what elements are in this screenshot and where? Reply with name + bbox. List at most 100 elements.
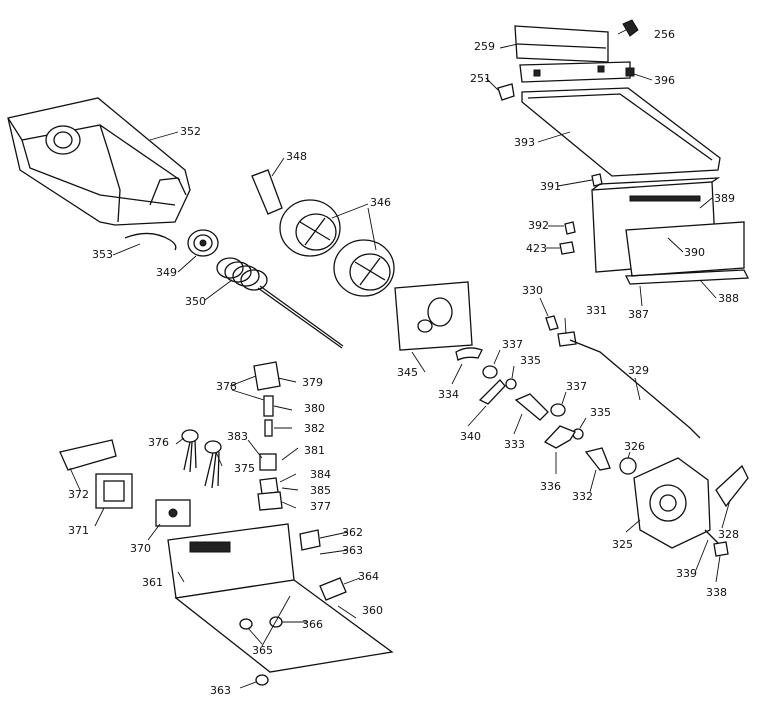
- label-380: 380: [304, 402, 325, 415]
- label-350: 350: [185, 295, 206, 308]
- drive-motor: [619, 457, 711, 549]
- leader-lines: [69, 29, 731, 689]
- auger-spring: [216, 257, 344, 349]
- ice-bucket: [7, 97, 191, 226]
- screw-363: [255, 674, 269, 686]
- auger-coupler: [187, 229, 219, 257]
- control-box-base: [167, 523, 394, 673]
- label-349: 349: [156, 266, 177, 279]
- pin-339: [704, 529, 721, 546]
- label-389: 389: [714, 192, 735, 205]
- clip-392: [564, 221, 576, 235]
- label-360: 360: [362, 604, 383, 617]
- label-326: 326: [624, 440, 645, 453]
- label-333: 333: [504, 438, 525, 451]
- label-387: 387: [628, 308, 649, 321]
- label-385: 385: [310, 484, 331, 497]
- label-381: 381: [304, 444, 325, 457]
- label-384: 384: [310, 468, 331, 481]
- arm-340: [478, 379, 506, 405]
- label-379: 379: [302, 376, 323, 389]
- label-335b: 335: [590, 406, 611, 419]
- bracket-331: [557, 331, 577, 347]
- label-328: 328: [718, 528, 739, 541]
- label-335a: 335: [520, 354, 541, 367]
- label-370: 370: [130, 542, 151, 555]
- label-388: 388: [718, 292, 739, 305]
- solenoid-assembly: [253, 361, 283, 511]
- label-423: 423: [526, 242, 547, 255]
- cover-372: [59, 439, 117, 471]
- mounting-plate: [394, 281, 473, 351]
- part-labels: 352 353 349 350 348 346 345 259 256 251 …: [68, 28, 739, 697]
- label-390: 390: [684, 246, 705, 259]
- label-361: 361: [142, 576, 163, 589]
- label-331: 331: [586, 304, 607, 317]
- label-362: 362: [342, 526, 363, 539]
- label-372: 372: [68, 488, 89, 501]
- switch-328: [715, 464, 749, 508]
- label-345: 345: [397, 366, 418, 379]
- label-251: 251: [470, 72, 491, 85]
- label-392: 392: [528, 219, 549, 232]
- screw-330: [545, 315, 559, 331]
- spring-337a: [482, 365, 498, 379]
- label-348: 348: [286, 150, 307, 163]
- label-383: 383: [227, 430, 248, 443]
- relay-370: [155, 499, 191, 527]
- label-353: 353: [92, 248, 113, 261]
- label-259: 259: [474, 40, 495, 53]
- label-339: 339: [676, 567, 697, 580]
- arm-332: [584, 447, 611, 471]
- label-336: 336: [540, 480, 561, 493]
- label-366: 366: [302, 618, 323, 631]
- lever-334: [455, 347, 483, 361]
- lever-333: [514, 393, 549, 421]
- label-382: 382: [304, 422, 325, 435]
- label-363b: 363: [210, 684, 231, 697]
- label-377: 377: [310, 500, 331, 513]
- label-364: 364: [358, 570, 379, 583]
- label-363a: 363: [342, 544, 363, 557]
- connector-364: [319, 577, 347, 601]
- grommet-366: [269, 616, 283, 628]
- bulb-423: [559, 241, 575, 255]
- bail-wire: [124, 232, 177, 251]
- label-337b: 337: [566, 380, 587, 393]
- grommet-365: [239, 618, 253, 630]
- switch-338: [713, 541, 729, 557]
- label-332: 332: [572, 490, 593, 503]
- label-391: 391: [540, 180, 561, 193]
- label-393: 393: [514, 136, 535, 149]
- label-330: 330: [522, 284, 543, 297]
- label-365: 365: [252, 644, 273, 657]
- label-346: 346: [370, 196, 391, 209]
- duct-371: [95, 473, 133, 509]
- washer-335a: [505, 378, 517, 390]
- label-334: 334: [438, 388, 459, 401]
- cover-plate: [251, 169, 283, 215]
- label-337a: 337: [502, 338, 523, 351]
- arm-336: [543, 425, 576, 449]
- label-396: 396: [654, 74, 675, 87]
- label-256: 256: [654, 28, 675, 41]
- wiring-harness: [181, 429, 222, 489]
- linkage-rod: [569, 339, 701, 439]
- label-338: 338: [706, 586, 727, 599]
- control-housing: [591, 177, 750, 285]
- label-329: 329: [628, 364, 649, 377]
- door-tray: [521, 87, 721, 177]
- bracket-362: [299, 529, 321, 551]
- label-371: 371: [68, 524, 89, 537]
- label-352: 352: [180, 125, 201, 138]
- door-assembly: [497, 19, 639, 101]
- spring-337b: [550, 403, 566, 417]
- label-340: 340: [460, 430, 481, 443]
- label-375: 375: [234, 462, 255, 475]
- label-376: 376: [148, 436, 169, 449]
- label-325: 325: [612, 538, 633, 551]
- crusher-drums: [279, 199, 395, 297]
- label-378: 378: [216, 380, 237, 393]
